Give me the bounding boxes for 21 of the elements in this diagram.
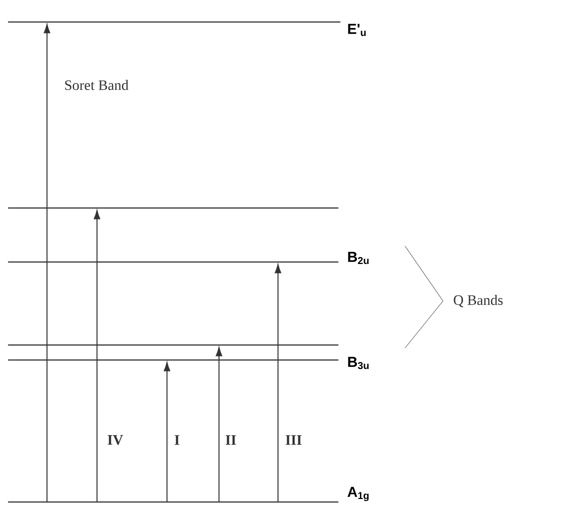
energy-level-line (8, 359, 338, 361)
edge-label: II (226, 435, 236, 445)
edge-label: I (174, 435, 180, 445)
edge-label: III (286, 435, 302, 445)
arrow (44, 24, 50, 502)
arrow (164, 362, 170, 502)
level-label: B$_{2u}$ (348, 252, 369, 264)
arrow (274, 264, 282, 502)
arrow (216, 347, 222, 502)
edge-label: Soret Band (65, 80, 128, 90)
energy-level-line (8, 501, 338, 503)
arrow (94, 210, 100, 502)
level-label: A$_{1g}$ (348, 486, 369, 502)
level-label: B$_{3u}$ (348, 356, 369, 370)
energy-level-line (8, 261, 338, 263)
energy-level-line (8, 344, 338, 346)
level-label: E'$_{u}$ (348, 24, 366, 36)
energy-level-line (8, 207, 338, 209)
edge-label: IV (108, 435, 124, 445)
energy-level-line (8, 21, 340, 23)
band-label: Q Bands (454, 294, 503, 308)
